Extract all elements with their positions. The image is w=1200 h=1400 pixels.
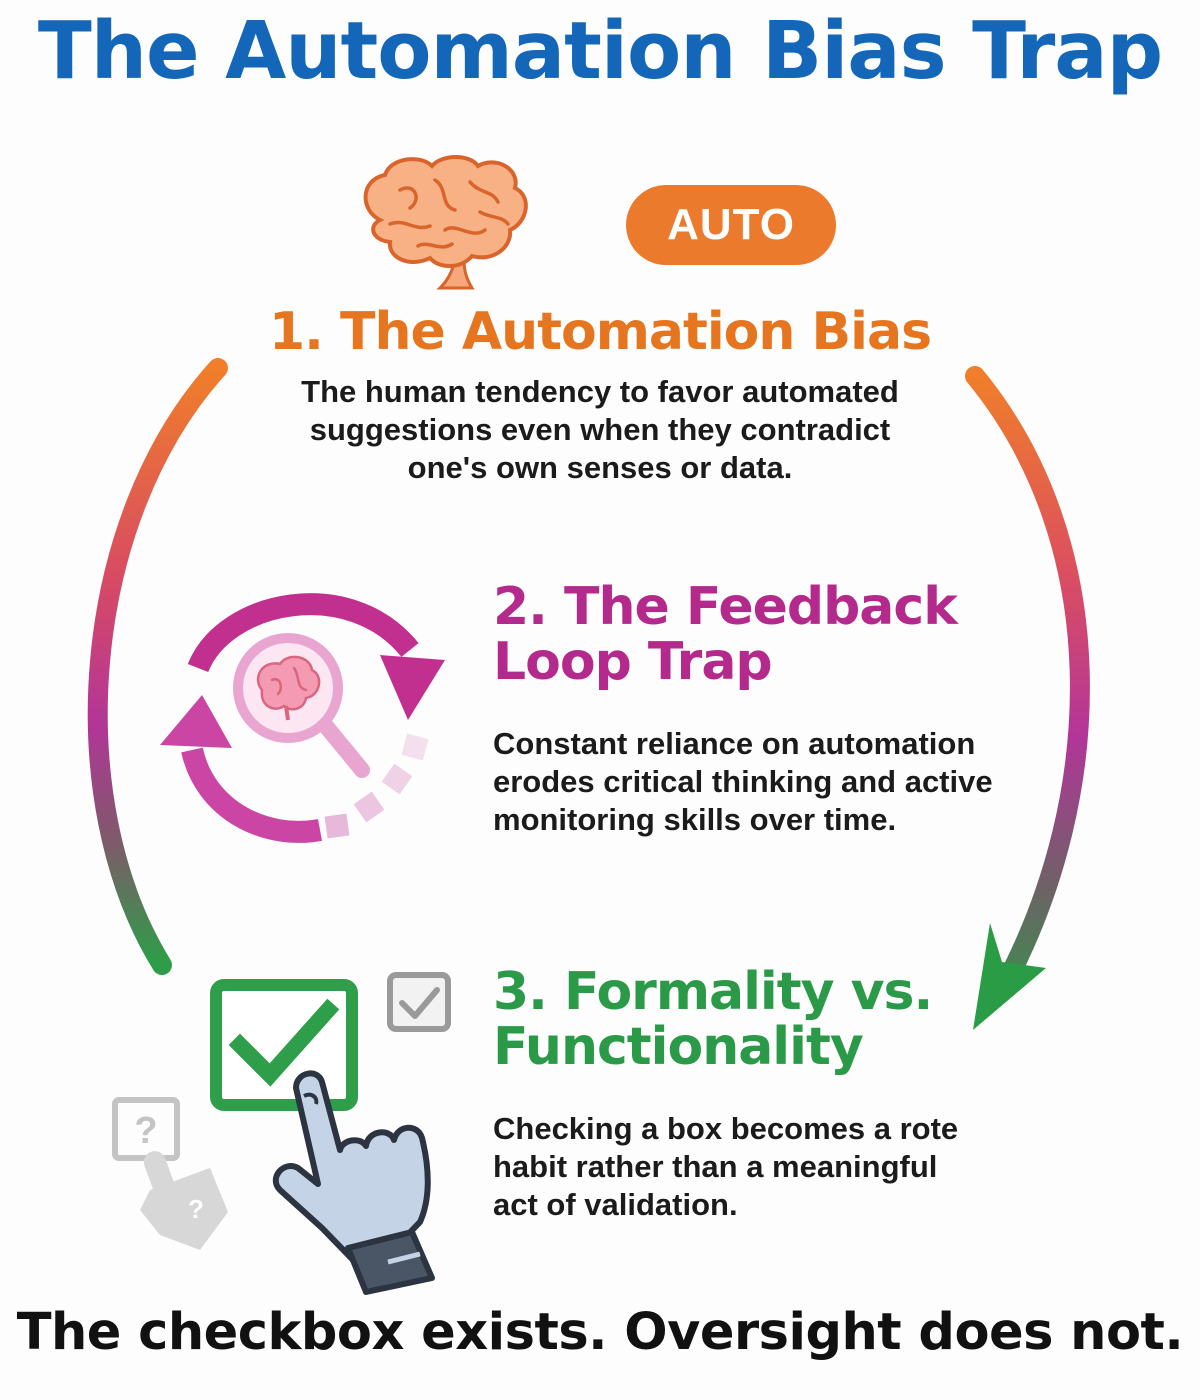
- step-2-title-line: 2. The Feedback: [493, 577, 958, 637]
- step-1-desc-line: The human tendency to favor automated: [301, 374, 899, 409]
- step-3-desc-line: act of validation.: [493, 1186, 738, 1222]
- question-box-icon: ?: [112, 1097, 180, 1161]
- right-cycle-arrowhead: [973, 923, 1046, 1030]
- step-1-desc-line: one's own senses or data.: [407, 449, 793, 485]
- tagline: The checkbox exists. Oversight does not.: [16, 1303, 1184, 1362]
- step-1-desc-line: suggestions even when they contradict: [309, 411, 891, 447]
- step-2-description: Constant reliance on automation erodes c…: [493, 725, 1093, 838]
- page-title: The Automation Bias Trap: [37, 5, 1163, 97]
- left-cycle-arc: [87, 358, 228, 975]
- step-3-desc-line: Checking a box becomes a rote: [493, 1111, 959, 1146]
- step-2-desc-line: Constant reliance on automation: [493, 726, 976, 761]
- step-2-title: 2. The Feedback Loop Trap: [493, 580, 1113, 689]
- step-1-title-line: 1. The Automation Bias: [268, 302, 932, 362]
- question-mark-glyph: ?: [134, 1110, 157, 1152]
- step-3-description: Checking a box becomes a rote habit rath…: [493, 1110, 1093, 1223]
- step-3-desc-line: habit rather than a meaningful: [493, 1148, 938, 1184]
- right-cycle-arc: [965, 366, 1090, 1000]
- step-1-title: 1. The Automation Bias: [150, 305, 1050, 360]
- step-1-description: The human tendency to favor automated su…: [250, 373, 950, 486]
- step-3-title: 3. Formality vs. Functionality: [493, 965, 1113, 1074]
- grey-hand-icon: ?: [140, 1151, 228, 1250]
- small-checkbox-icon: [387, 972, 451, 1032]
- step-2-title-line: Loop Trap: [493, 631, 773, 692]
- step-2-desc-line: erodes critical thinking and active: [493, 763, 993, 799]
- green-checkbox-icon: [210, 979, 358, 1111]
- step-2-desc-line: monitoring skills over time.: [493, 801, 897, 837]
- step-3-title-line: 3. Formality vs.: [493, 962, 933, 1022]
- auto-badge: AUTO: [626, 185, 836, 265]
- step-3-title-line: Functionality: [493, 1016, 864, 1077]
- svg-text:?: ?: [188, 1194, 204, 1224]
- pointing-hand-icon: [272, 1070, 435, 1295]
